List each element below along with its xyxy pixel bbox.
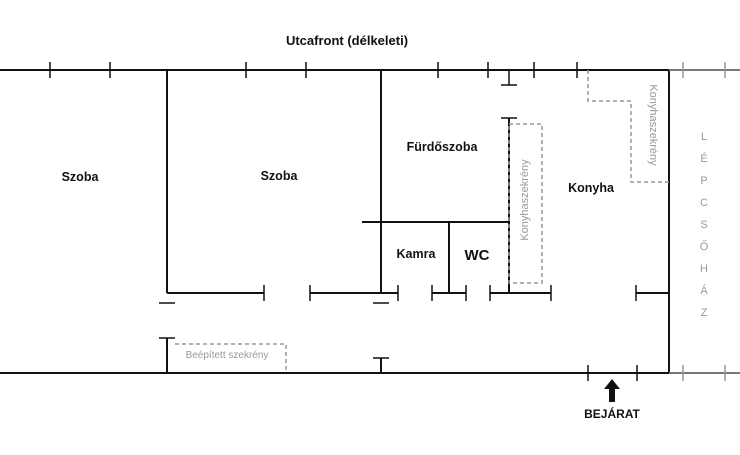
svg-text:É: É xyxy=(700,152,707,165)
svg-text:L: L xyxy=(701,131,707,143)
stairwell-label: L É P C S Ő H Á Z xyxy=(700,131,709,319)
room-label-szoba-mid: Szoba xyxy=(261,169,299,183)
svg-text:P: P xyxy=(700,175,707,187)
entrance-label: BEJÁRAT xyxy=(584,406,640,421)
svg-text:H: H xyxy=(700,263,708,275)
top-wall-ticks xyxy=(49,62,726,78)
cabinet-outline-1 xyxy=(587,70,669,183)
builtin-wardrobe-outline xyxy=(175,343,287,373)
cabinet-outline-2 xyxy=(508,123,543,284)
builtin-wardrobe-label: Beépített szekrény xyxy=(186,350,269,361)
svg-text:Á: Á xyxy=(700,284,708,297)
wall-end-caps xyxy=(159,70,637,304)
room-label-kamra: Kamra xyxy=(397,247,437,261)
entrance-arrow-icon xyxy=(604,379,620,402)
cabinet-label-2: Konyhaszekrény xyxy=(519,159,531,241)
cabinet-label-1: Konyhaszekrény xyxy=(647,84,659,166)
room-label-furdoszoba: Fürdőszoba xyxy=(407,140,479,154)
svg-text:S: S xyxy=(700,219,707,231)
room-label-konyha: Konyha xyxy=(568,181,615,195)
room-label-szoba-left: Szoba xyxy=(62,170,100,184)
svg-text:C: C xyxy=(700,197,708,209)
room-label-wc: WC xyxy=(465,247,490,264)
svg-text:Z: Z xyxy=(701,307,708,319)
svg-text:Ő: Ő xyxy=(700,239,709,253)
bottom-wall-ticks xyxy=(587,365,726,381)
street-front-label: Utcafront (délkeleti) xyxy=(286,33,408,48)
